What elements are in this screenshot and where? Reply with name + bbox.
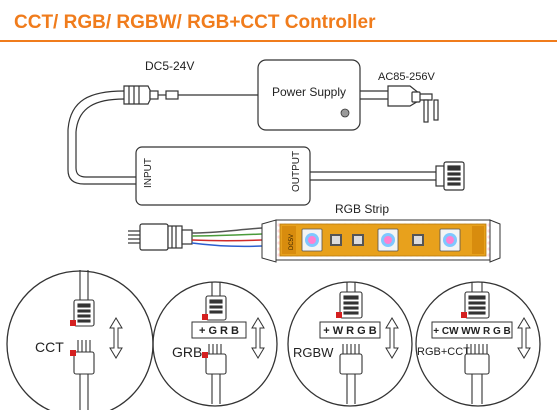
title-underline <box>0 40 557 42</box>
pin-marker-icon <box>336 312 342 318</box>
male-connector-icon <box>464 344 490 375</box>
pin-marker-icon <box>70 350 76 356</box>
strip-wires <box>191 227 263 248</box>
controller-box <box>135 146 311 206</box>
rgb-led-icon <box>377 228 399 252</box>
power-supply-label: Power Supply <box>272 85 346 99</box>
mode-label-rgb-cct: RGB+CCT <box>417 346 470 358</box>
strip-male-connector <box>128 223 193 251</box>
ac-plug-icon <box>387 85 439 123</box>
female-connector-icon <box>73 299 95 327</box>
mode-rgbw: + W R G B RGBW <box>287 281 413 407</box>
insert-arrow-icon <box>385 317 399 359</box>
controller-output-label: OUTPUT <box>291 151 302 192</box>
resistor-icon <box>352 234 364 246</box>
female-connector-icon <box>205 295 227 321</box>
male-connector-icon <box>205 344 227 375</box>
output-connector <box>435 161 465 191</box>
female-connector-icon <box>464 291 490 319</box>
pin-marker-icon <box>202 314 208 320</box>
resistor-icon <box>412 234 424 246</box>
controller-input-label: INPUT <box>143 158 154 188</box>
strip-solder-pads <box>282 226 296 254</box>
rgb-led-icon <box>439 228 461 252</box>
mode-grb: + G R B GRB <box>152 281 278 407</box>
male-connector-icon <box>339 344 363 375</box>
dc-cable-inner <box>75 98 136 178</box>
male-connector-icon <box>73 340 95 375</box>
dc-input-label: DC5-24V <box>145 59 194 73</box>
mode-label-grb: GRB <box>172 344 202 360</box>
led-strip: DC5V <box>261 219 501 263</box>
mode-label-cct: CCT <box>35 339 64 355</box>
insert-arrow-icon <box>517 317 531 359</box>
pin-order-box <box>431 321 513 339</box>
page-title: CCT/ RGB/ RGBW/ RGB+CCT Controller <box>14 12 376 33</box>
insert-arrow-icon <box>251 317 265 359</box>
strip-pad-label: DC5V <box>289 234 295 250</box>
rgb-led-icon <box>301 228 323 252</box>
mode-label-rgbw: RGBW <box>293 345 334 360</box>
pin-order-rgb-cct: + CW WW R G B <box>433 326 511 337</box>
pin-order-rgbw: + W R G B <box>323 325 377 337</box>
dc-cable <box>67 90 136 185</box>
strip-label: RGB Strip <box>335 202 389 216</box>
dc-barrel-plug <box>123 85 258 105</box>
pin-order-grb: + G R B <box>199 325 239 337</box>
power-supply-box <box>257 59 361 131</box>
mode-cct: CCT <box>6 270 154 410</box>
pin-marker-icon <box>202 352 208 358</box>
mode-rgb-cct: + CW WW R G B RGB+CCT <box>415 281 541 407</box>
pin-order-box <box>191 321 247 339</box>
ac-input-label: AC85-256V <box>378 71 436 83</box>
pin-order-box <box>319 321 381 339</box>
power-led-icon <box>340 108 350 118</box>
insert-arrow-icon <box>109 317 123 359</box>
female-connector-icon <box>339 291 363 319</box>
pin-marker-icon <box>70 320 76 326</box>
resistor-icon <box>330 234 342 246</box>
pin-marker-icon <box>461 312 467 318</box>
